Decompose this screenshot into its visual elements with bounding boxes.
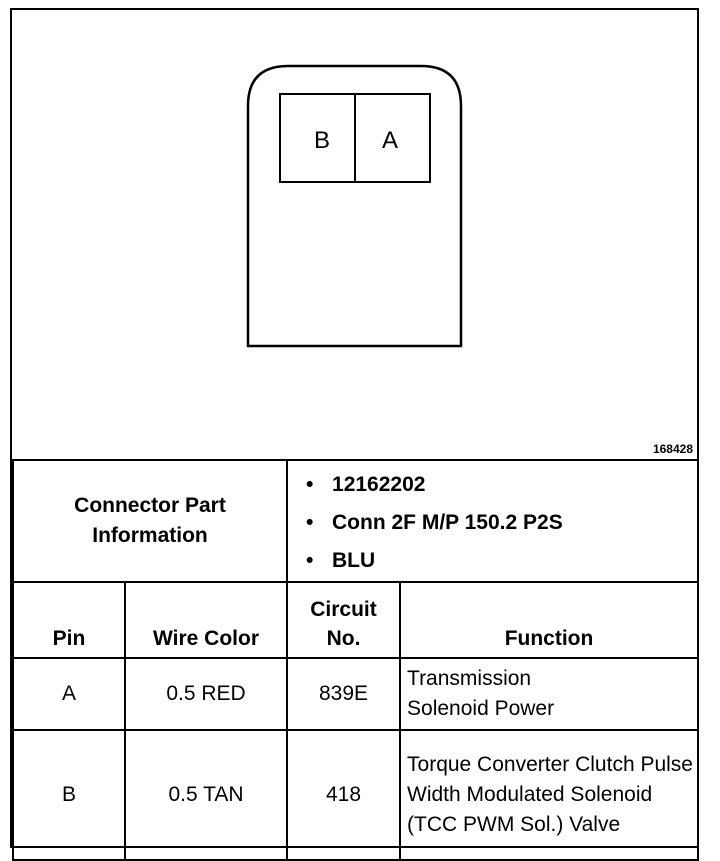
- connector-color: BLU: [306, 543, 697, 581]
- table-row: A 0.5 RED 839E Transmission Solenoid Pow…: [12, 657, 700, 731]
- column-header-row: Pin Wire Color Circuit No. Function: [12, 581, 700, 659]
- header-wire-color: Wire Color: [123, 581, 289, 659]
- connector-info-list: 12162202 Conn 2F M/P 150.2 P2S BLU: [288, 461, 697, 581]
- connector-table: Connector Part Information 12162202 Conn…: [11, 459, 700, 861]
- table-row: B 0.5 TAN 418 Torque Converter Clutch Pu…: [12, 729, 700, 861]
- function-cell: Torque Converter Clutch Pulse Width Modu…: [399, 729, 700, 861]
- wire-color-cell: 0.5 TAN: [123, 729, 289, 861]
- connector-info-label: Connector Part Information: [11, 459, 289, 583]
- cavity-a: [354, 93, 431, 183]
- connector-description: Conn 2F M/P 150.2 P2S: [306, 505, 697, 543]
- wire-color-cell: 0.5 RED: [123, 657, 289, 731]
- circuit-cell: 418: [286, 729, 402, 861]
- connector-info-row: Connector Part Information 12162202 Conn…: [11, 459, 700, 583]
- pin-cell: A: [12, 657, 126, 731]
- cavity-a-label: A: [382, 127, 398, 154]
- connector-body: [246, 64, 463, 348]
- pin-cell: B: [12, 729, 126, 861]
- part-number: 12162202: [306, 467, 697, 505]
- cavity-b-label: B: [314, 127, 330, 154]
- connector-frame: B A 168428 Connector Part Information 12…: [10, 8, 700, 861]
- connector-diagram: B A 168428: [12, 10, 697, 460]
- figure-id: 168428: [652, 442, 693, 456]
- circuit-cell: 839E: [286, 657, 402, 731]
- function-cell: Transmission Solenoid Power: [399, 657, 700, 731]
- header-function: Function: [399, 581, 700, 659]
- header-circuit-no: Circuit No.: [286, 581, 402, 659]
- connector-drawing: B A: [246, 64, 463, 348]
- header-pin: Pin: [12, 581, 126, 659]
